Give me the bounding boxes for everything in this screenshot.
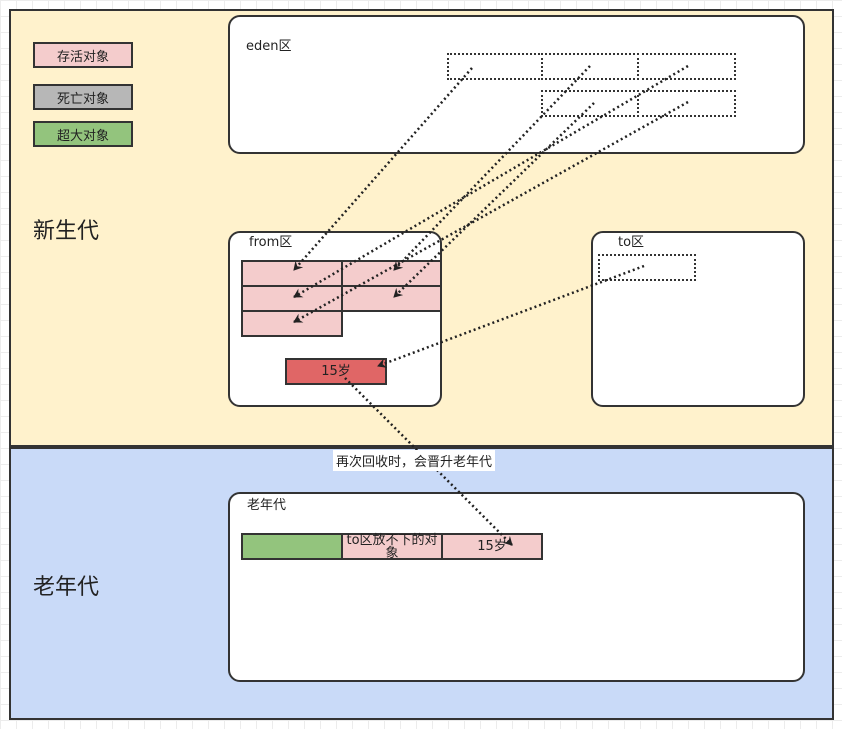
old-generation-label: 老年代	[33, 575, 100, 600]
promotion-note: 再次回收时，会晋升老年代	[333, 450, 496, 471]
from-alive-cell	[241, 260, 343, 287]
eden-panel	[228, 15, 805, 154]
old-aged-label: 15岁	[477, 539, 507, 554]
arrow-eden-to-from	[293, 67, 473, 271]
from-aged-object: 15岁	[285, 358, 387, 385]
old-panel-label: 老年代	[247, 498, 287, 513]
arrow-aged-to-old	[344, 377, 513, 546]
to-dead-cell	[598, 254, 696, 281]
to-panel	[591, 231, 805, 407]
old-overflow-label: to区放不下的对象	[346, 532, 438, 561]
legend-alive: 存活对象	[33, 42, 133, 68]
old-panel	[228, 492, 805, 682]
arrow-eden-to-from	[293, 64, 689, 299]
from-alive-cell	[241, 310, 343, 337]
young-generation-label: 新生代	[33, 219, 100, 244]
from-aged-object-label: 15岁	[321, 364, 351, 379]
eden-dead-cell	[637, 53, 736, 80]
old-aged-object: 15岁	[441, 533, 543, 560]
from-alive-cell	[341, 285, 442, 312]
from-label: from区	[249, 235, 293, 250]
legend-dead: 死亡对象	[33, 84, 133, 110]
arrow-to-to-aged	[377, 264, 645, 368]
eden-dead-cell	[637, 90, 736, 117]
arrow-eden-to-from	[393, 102, 595, 298]
old-huge-object	[241, 533, 343, 560]
old-overflow-object: to区放不下的对象	[341, 533, 443, 560]
legend-alive-label: 存活对象	[56, 49, 109, 65]
legend-huge: 超大对象	[33, 121, 133, 147]
legend-dead-label: 死亡对象	[56, 91, 109, 107]
arrow-eden-to-from	[393, 65, 591, 271]
eden-label: eden区	[246, 39, 292, 54]
arrow-eden-to-from	[293, 100, 689, 324]
to-label: to区	[618, 235, 645, 250]
legend-huge-label: 超大对象	[56, 128, 109, 144]
